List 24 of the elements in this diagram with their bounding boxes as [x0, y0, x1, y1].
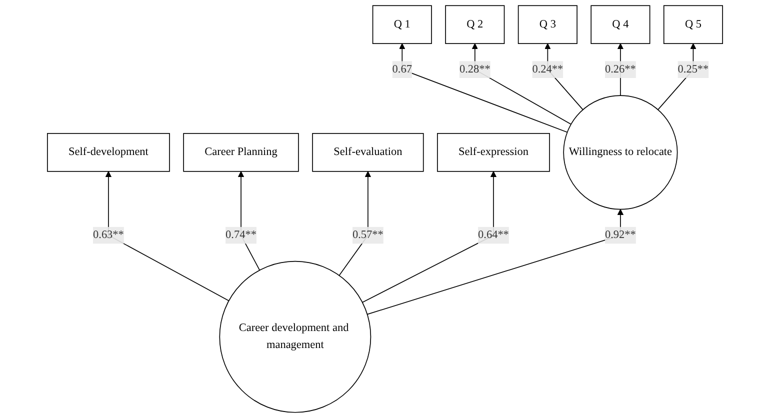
edge-label: 0.28**	[459, 63, 490, 76]
node-box: Self-evaluation	[312, 133, 424, 172]
edge-label: 0.92**	[604, 228, 636, 241]
edge-label: 0.67	[392, 63, 412, 76]
node-box: Q 4	[590, 5, 650, 44]
edge-label: 0.26**	[604, 63, 636, 76]
node-box: Q 5	[663, 5, 723, 44]
node-box: Q 1	[372, 5, 432, 44]
node-box: Career Planning	[183, 133, 299, 172]
arrow	[399, 43, 568, 133]
edge-label: 0.63**	[93, 228, 124, 241]
edge-label: 0.74**	[226, 228, 256, 241]
edge-label: 0.25**	[678, 63, 709, 76]
node-circle: Career development and management	[219, 260, 372, 413]
edge-label: 0.24**	[532, 63, 564, 76]
arrow	[366, 209, 624, 315]
edge-label: 0.57**	[352, 228, 384, 241]
node-box: Q 2	[445, 5, 505, 44]
edge-label: 0.64**	[478, 228, 509, 241]
node-box: Q 3	[518, 5, 578, 44]
node-box: Self-expression	[437, 133, 550, 172]
node-circle: Willingness to relocate	[563, 95, 678, 210]
node-box: Self-development	[47, 133, 170, 172]
arrow	[472, 43, 572, 125]
